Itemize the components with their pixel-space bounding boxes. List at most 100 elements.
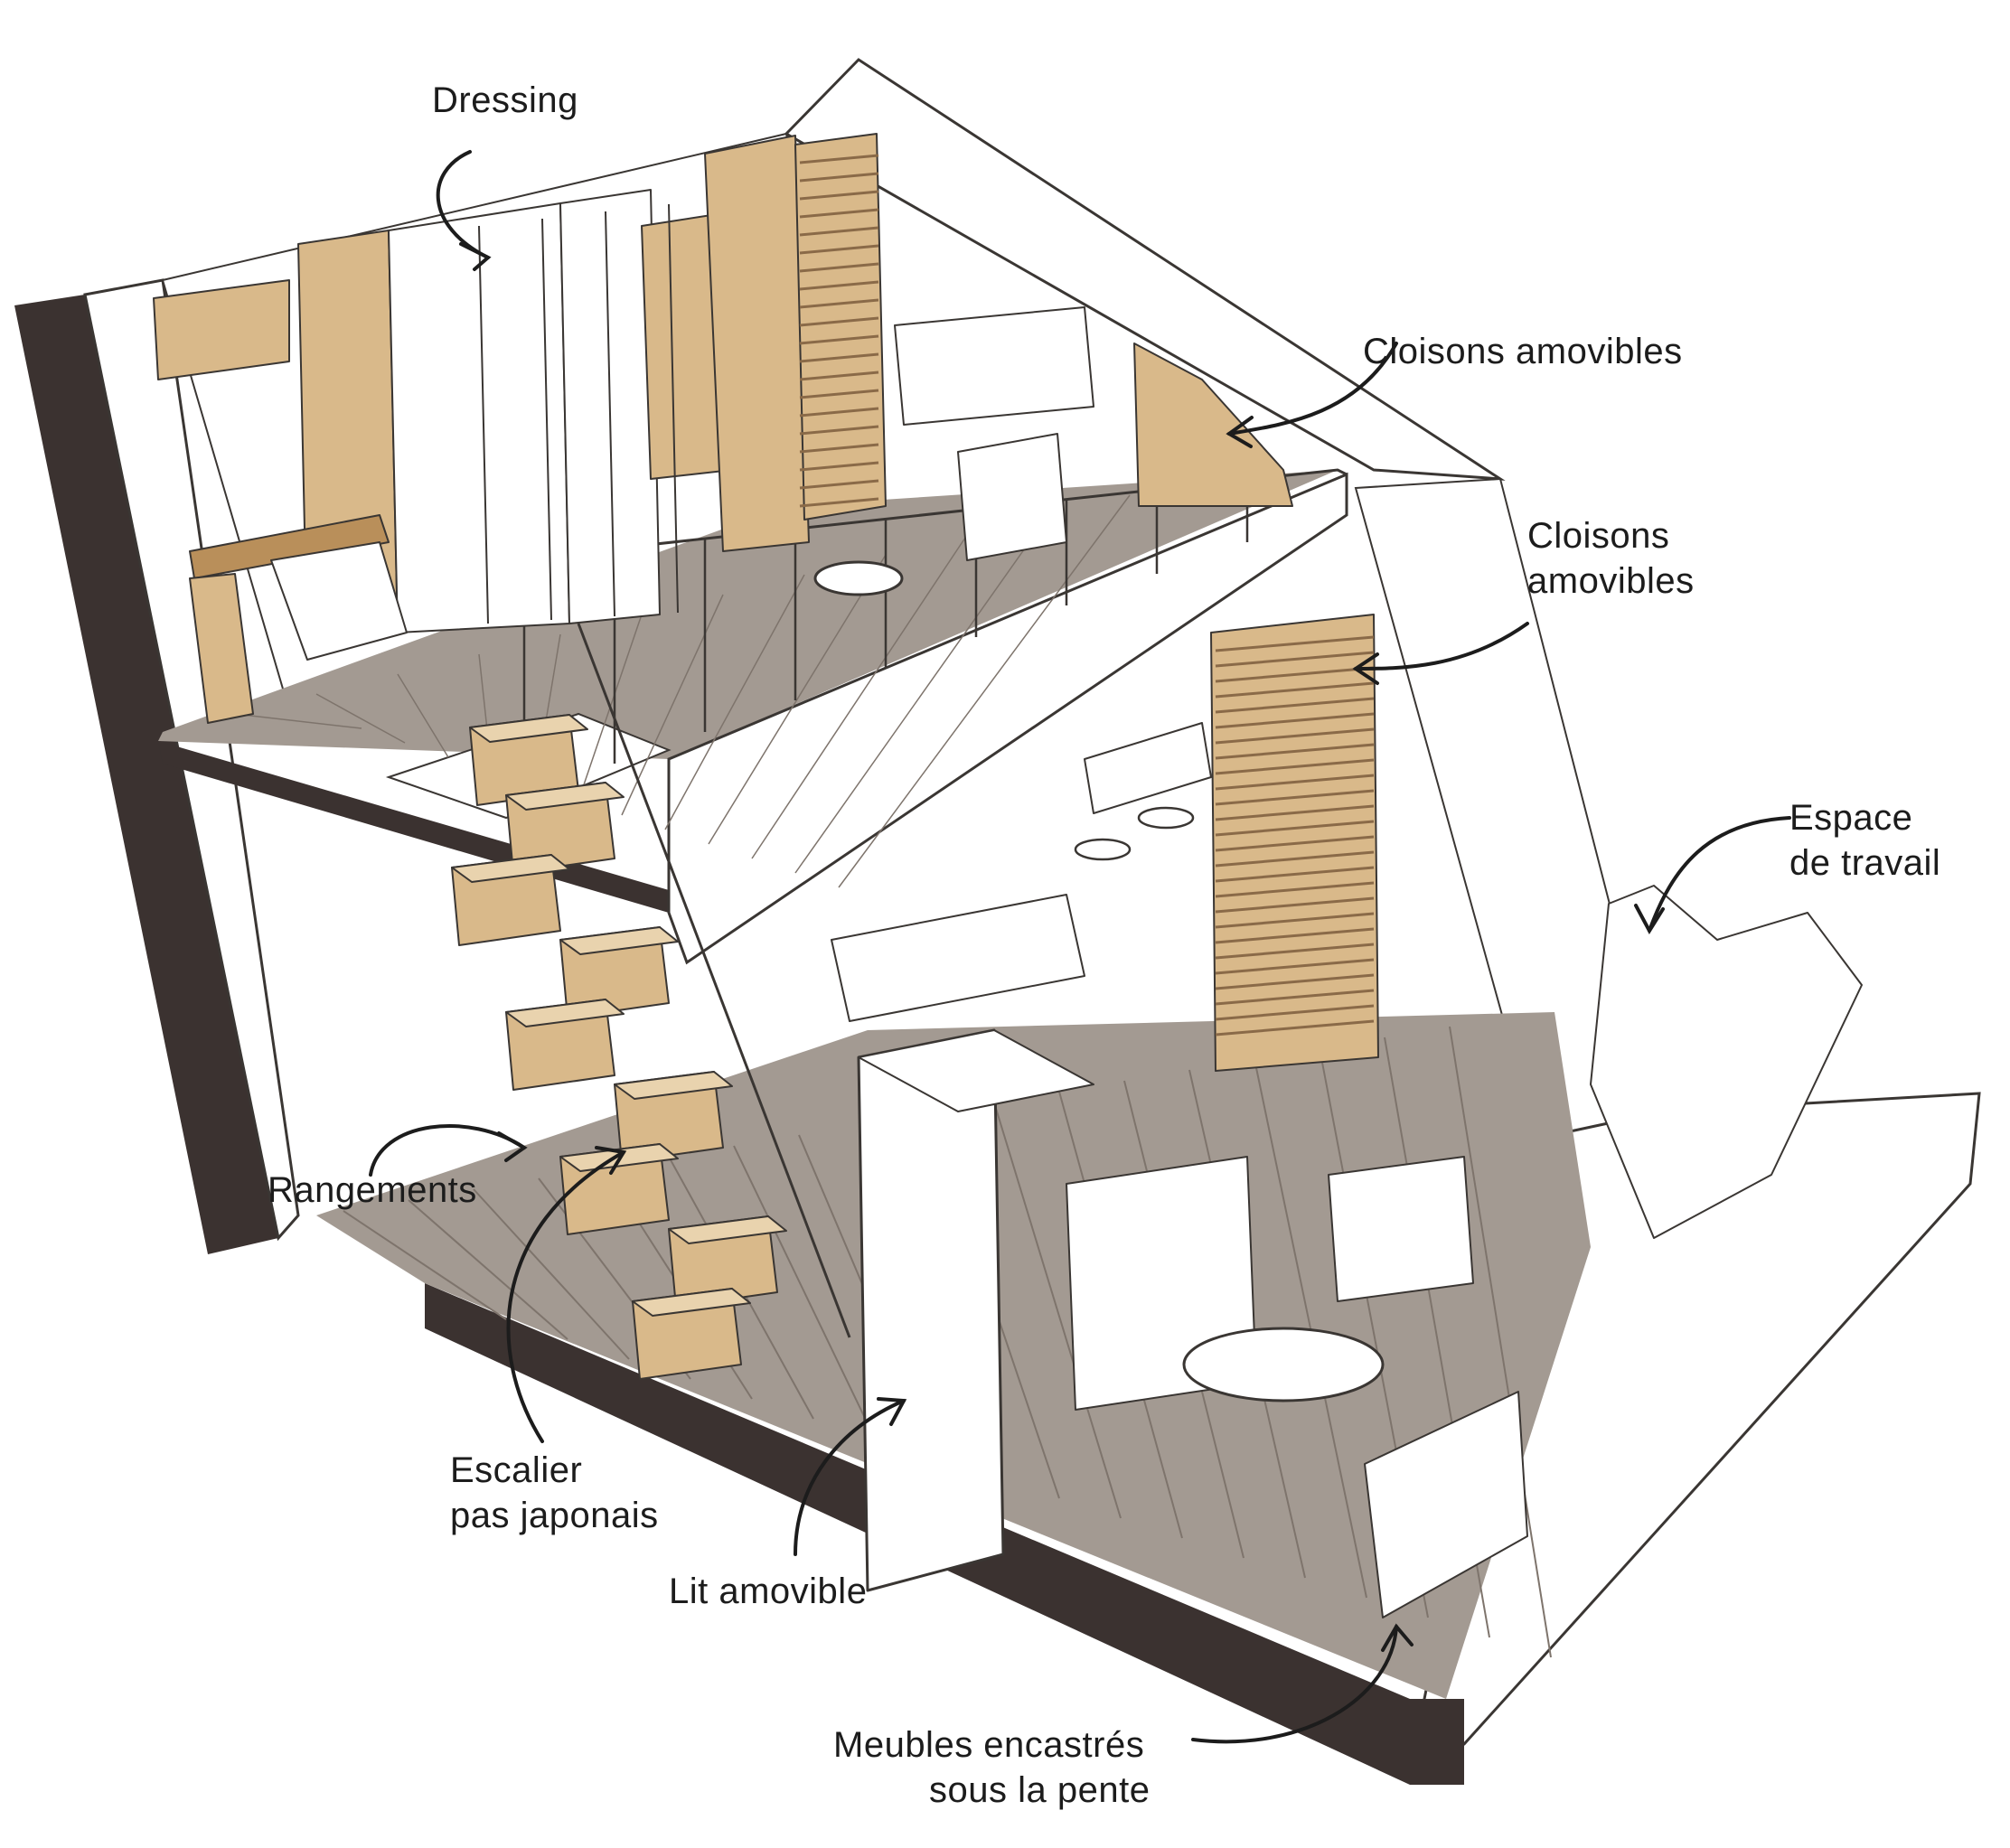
stair-tread-top <box>559 926 679 955</box>
mezzanine-plank-line <box>838 494 1131 888</box>
arrow-head <box>1381 1623 1414 1652</box>
mezzanine-plank-line <box>708 554 887 845</box>
slat-line <box>1215 727 1375 745</box>
furniture <box>270 306 1863 1618</box>
dining-table <box>831 894 1085 1022</box>
bottom-base-right <box>1410 1699 1464 1785</box>
stair-tread-top <box>505 999 625 1027</box>
slat-line <box>1215 896 1375 914</box>
slat-line <box>799 244 879 255</box>
arrow-to-meubles <box>1191 1625 1398 1744</box>
slat-line <box>799 461 879 472</box>
mezzanine-plank-line <box>234 713 362 729</box>
slat-line <box>1215 866 1375 883</box>
mezzanine-plank-line <box>315 693 406 744</box>
slat-line <box>1215 651 1375 668</box>
left-exterior-wall <box>14 295 278 1254</box>
floor-plank-line <box>1449 1026 1552 1658</box>
arrow-head <box>459 242 492 271</box>
slat-line <box>799 425 879 436</box>
partition-roof-slat-panel <box>1133 342 1293 507</box>
annotation-arrows <box>369 150 1791 1744</box>
slat-line <box>1215 804 1375 821</box>
floor-plank-line <box>993 1102 1122 1519</box>
slat-line <box>1215 635 1375 652</box>
cabinet-door-seam <box>478 225 489 624</box>
slat-line <box>1215 973 1375 990</box>
desk-leg-panel <box>189 573 254 724</box>
slat-line <box>799 352 879 363</box>
cabinet-door-seam <box>541 218 552 621</box>
wall-shelf-upper <box>153 279 290 380</box>
desk-top <box>189 514 390 579</box>
slat-line <box>799 262 879 273</box>
arrow-to-dressing <box>436 150 490 259</box>
desk-shelves-under-slope <box>1590 885 1863 1239</box>
armchair-lower <box>1328 1156 1474 1302</box>
mezzanine-sofa <box>894 306 1094 426</box>
bar-stool <box>1074 838 1132 861</box>
arrow-to-cloisons-1 <box>1227 342 1398 436</box>
bed-unit-top <box>858 1029 1094 1112</box>
label-meubles-encastres: Meubles encastrés <box>833 1725 1145 1765</box>
label-lit-amovible: Lit amovible <box>669 1571 868 1611</box>
arrow-head <box>1352 652 1379 685</box>
arrow-head <box>877 1397 907 1426</box>
floor-plank-line <box>733 1145 876 1440</box>
slat-line <box>1215 712 1375 729</box>
label-cloisons-amovibles-2: Cloisons amovibles <box>1527 516 1695 601</box>
tv-screen <box>1364 1391 1528 1618</box>
label-cloisons-amovibles-1: Cloisons amovibles <box>1363 332 1683 371</box>
removable-bed-unit <box>857 1028 1005 1592</box>
slat-line <box>799 389 879 399</box>
arrow-head <box>497 1131 528 1162</box>
mezzanine-plank-line <box>794 514 1049 874</box>
desk-chair <box>270 541 408 661</box>
slat-line <box>799 154 879 164</box>
slat-line <box>1215 681 1375 699</box>
slat-line <box>1215 666 1375 683</box>
floor-plank-line <box>473 1188 630 1360</box>
slat-line <box>1215 697 1375 714</box>
slat-line <box>1215 774 1375 791</box>
slat-line <box>799 443 879 454</box>
stair-tread-top <box>505 782 625 811</box>
label-sous-la-pente: sous la pente <box>929 1770 1151 1810</box>
slat-line <box>1215 820 1375 837</box>
arrow-head <box>595 1146 627 1175</box>
slat-line <box>799 497 879 508</box>
slat-line <box>799 226 879 237</box>
cabinet-door-seam <box>605 211 615 617</box>
coffee-table <box>1182 1327 1385 1402</box>
stair-tread-top <box>632 1288 751 1317</box>
label-escalier-pas-japonais: Escalier pas japonais <box>450 1450 659 1535</box>
mezzanine-plank-line <box>751 534 968 859</box>
slat-line <box>799 298 879 309</box>
stair-tread-top <box>614 1071 733 1100</box>
floor-plank-line <box>408 1199 568 1340</box>
slat-line <box>1215 989 1375 1006</box>
slat-line <box>799 407 879 417</box>
sliding-partitions <box>794 133 1379 1072</box>
slat-line <box>1215 881 1375 898</box>
slat-line <box>799 190 879 201</box>
stair-tread-top <box>668 1215 787 1244</box>
dressing-tall-unit <box>704 135 810 552</box>
label-dressing: Dressing <box>432 80 578 120</box>
mezzanine-plank-line <box>664 574 805 830</box>
label-rangements: Rangements <box>268 1170 477 1210</box>
slat-line <box>1215 743 1375 760</box>
kitchen-counter <box>1084 722 1212 814</box>
mezzanine-plank-line <box>397 673 449 758</box>
stair-tread-top <box>451 854 570 883</box>
arrow-to-cloisons-2 <box>1354 622 1529 671</box>
slat-line <box>799 280 879 291</box>
cabinet-door-seam <box>668 203 679 614</box>
slat-line <box>1215 850 1375 868</box>
slat-line <box>1215 912 1375 929</box>
slat-line <box>1215 958 1375 975</box>
stair-tread-top <box>469 714 588 743</box>
slat-line <box>1215 927 1375 944</box>
